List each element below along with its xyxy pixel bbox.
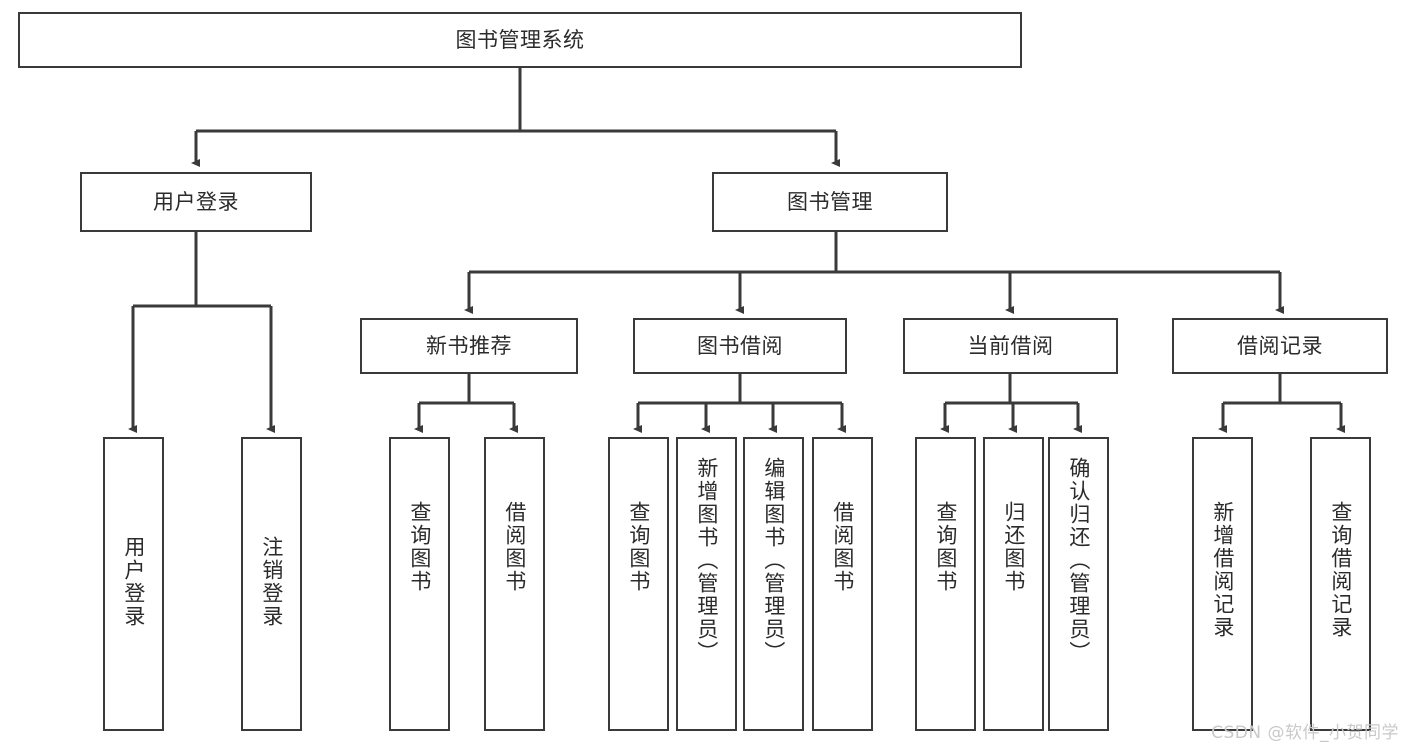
node-label: 注销登录 <box>259 536 284 628</box>
node-label: 编辑图书（管理员） <box>761 457 786 664</box>
node-label: 归还图书 <box>1001 501 1026 593</box>
node-label: 确认归还（管理员） <box>1066 457 1091 664</box>
node-label: 查询图书 <box>407 501 432 593</box>
leaf-book-borrow-borrow-book[interactable]: 借阅图书 <box>812 437 873 731</box>
node-book-management[interactable]: 图书管理 <box>712 172 948 232</box>
node-user-login[interactable]: 用户登录 <box>80 172 312 232</box>
leaf-user-login-sign-out[interactable]: 注销登录 <box>241 437 302 731</box>
leaf-borrow-record-add-record[interactable]: 新增借阅记录 <box>1192 437 1253 731</box>
leaf-new-book-query-book[interactable]: 查询图书 <box>389 437 450 731</box>
node-label: 查询图书 <box>933 501 958 593</box>
leaf-book-borrow-query-book[interactable]: 查询图书 <box>608 437 669 731</box>
leaf-book-borrow-edit-book-admin[interactable]: 编辑图书（管理员） <box>743 437 804 731</box>
node-label: 借阅图书 <box>502 501 527 593</box>
leaf-current-borrow-return-book[interactable]: 归还图书 <box>983 437 1044 731</box>
leaf-current-borrow-query-book[interactable]: 查询图书 <box>915 437 976 731</box>
node-label: 图书管理系统 <box>455 27 585 52</box>
node-label: 借阅记录 <box>1237 333 1323 358</box>
node-label: 图书管理 <box>787 189 873 214</box>
node-label: 用户登录 <box>121 536 146 628</box>
leaf-borrow-record-query-record[interactable]: 查询借阅记录 <box>1310 437 1371 731</box>
watermark-text: CSDN @软件_小贺同学 <box>1211 723 1399 743</box>
node-label: 用户登录 <box>153 189 239 214</box>
node-label: 新增图书（管理员） <box>694 457 719 664</box>
node-label: 当前借阅 <box>967 333 1054 358</box>
leaf-book-borrow-add-book-admin[interactable]: 新增图书（管理员） <box>676 437 737 731</box>
node-label: 图书借阅 <box>697 333 783 358</box>
leaf-user-login-sign-in[interactable]: 用户登录 <box>103 437 164 731</box>
node-current-borrow[interactable]: 当前借阅 <box>903 318 1118 374</box>
node-label: 借阅图书 <box>830 501 855 593</box>
node-label: 查询图书 <box>626 501 651 593</box>
node-root-book-management-system[interactable]: 图书管理系统 <box>18 12 1022 68</box>
node-new-book-recommend[interactable]: 新书推荐 <box>360 318 578 374</box>
leaf-current-borrow-confirm-return-admin[interactable]: 确认归还（管理员） <box>1048 437 1109 731</box>
leaf-new-book-borrow-book[interactable]: 借阅图书 <box>484 437 545 731</box>
node-label: 新增借阅记录 <box>1210 501 1235 639</box>
node-label: 新书推荐 <box>426 333 512 358</box>
node-borrow-record[interactable]: 借阅记录 <box>1172 318 1388 374</box>
node-label: 查询借阅记录 <box>1328 501 1353 639</box>
node-book-borrow[interactable]: 图书借阅 <box>633 318 847 374</box>
